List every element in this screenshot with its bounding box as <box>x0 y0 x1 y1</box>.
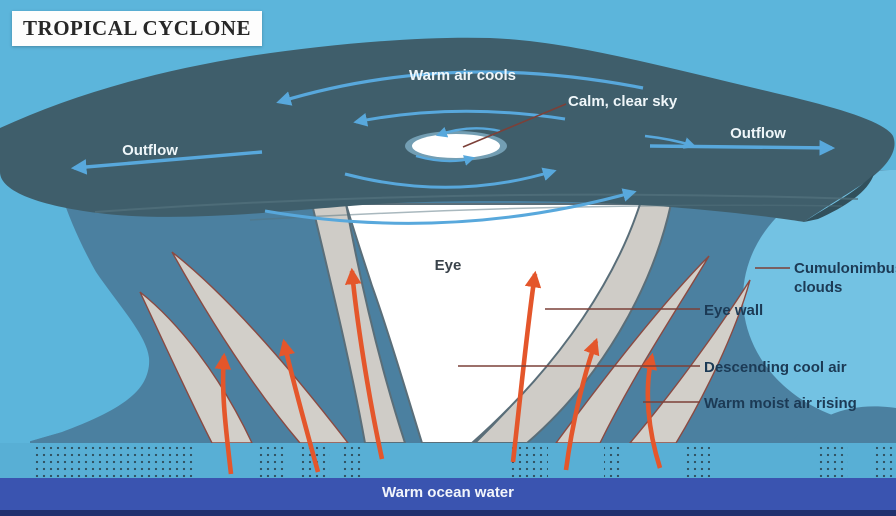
rising-air-arrow <box>563 337 600 471</box>
label-eye: Eye <box>434 257 462 274</box>
rising-air-arrow <box>640 352 663 469</box>
label-cumulonimbus-line1: Cumulonimbus <box>794 260 896 277</box>
rising-air-arrow <box>344 267 385 460</box>
label-warm-moist-air-rising: Warm moist air rising <box>704 395 857 412</box>
top-circulation-arrow <box>276 70 644 106</box>
right-clear-sky-shape <box>743 170 896 426</box>
outflow-arrows <box>70 70 836 225</box>
cloud-contour-arc <box>249 204 843 221</box>
label-calm-clear-sky: Calm, clear sky <box>568 93 678 110</box>
label-outflow-right: Outflow <box>730 125 786 142</box>
leader-lines <box>458 103 790 403</box>
outflow-arrow-left <box>70 150 263 175</box>
label-outflow-left: Outflow <box>122 142 178 159</box>
eye-swirl-arrow-top <box>435 126 501 138</box>
ocean-banner-dark-edge <box>0 510 896 516</box>
rising-air-arrow <box>510 270 542 463</box>
ocean-banner <box>0 478 896 516</box>
label-warm-air-cools: Warm air cools <box>409 67 516 84</box>
title-box: TROPICAL CYCLONE <box>12 11 262 46</box>
left-clear-sky-shape <box>0 160 150 443</box>
warm-air-arrows <box>214 267 663 475</box>
label-eye-wall: Eye wall <box>704 302 764 319</box>
ocean-dot-texture <box>33 444 896 477</box>
outflow-arrow-right <box>649 140 836 156</box>
cloud-contour-arc <box>94 193 859 213</box>
label-warm-ocean-water: Warm ocean water <box>382 484 514 501</box>
leader-calm-clear-sky <box>462 103 567 148</box>
rising-air-arrow <box>278 338 321 473</box>
eye-swirl-arrow-bottom <box>415 154 476 166</box>
label-cumulonimbus-line2: clouds <box>794 279 843 296</box>
rising-air-arrow <box>214 352 234 475</box>
storm-skirt-shape <box>790 406 896 443</box>
eye-crossing-arrow <box>264 188 637 225</box>
low-circulation-arrow <box>344 167 557 189</box>
diagram-title: TROPICAL CYCLONE <box>23 16 251 40</box>
eye-funnel-shape <box>344 203 642 444</box>
label-descending-cool-air: Descending cool air <box>704 359 847 376</box>
